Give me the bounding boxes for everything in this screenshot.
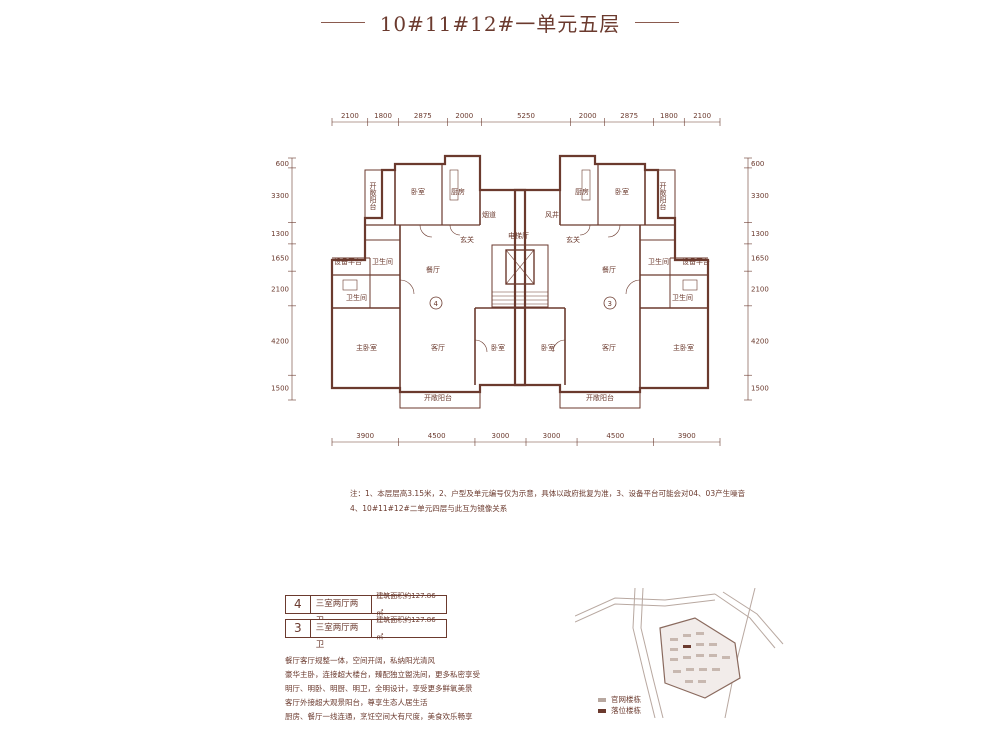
note-line-2: 4、10#11#12#二单元四层与此互为镜像关系 — [350, 504, 508, 513]
dimension-left: 1500 — [271, 385, 289, 393]
title-line-left — [320, 22, 365, 23]
unit-left-marker — [429, 296, 443, 310]
room-equip-left: 设备平台 — [334, 257, 362, 266]
legend-swatch — [598, 708, 606, 713]
dimension-bottom: 4500 — [606, 432, 624, 440]
room-master-left: 主卧室 — [356, 343, 377, 352]
dimension-left: 2100 — [271, 285, 289, 293]
legend-item-located: 落位楼栋 — [598, 705, 641, 716]
unit-row-4: 4 三室两厅两卫 建筑面积约127.86㎡ — [285, 592, 447, 626]
dimension-left: 600 — [276, 160, 289, 168]
dimension-top: 2100 — [341, 112, 359, 120]
dimension-top: 5250 — [517, 112, 535, 120]
legend-label: 官网楼栋 — [611, 695, 641, 704]
room-elevator-hall: 电梯厅 — [508, 231, 529, 240]
site-map — [575, 588, 784, 718]
note-line-1: 注：1、本层层高3.15米，2、户型及单元编号仅为示意，具体以政府批复为准，3、… — [350, 489, 746, 498]
unit-right-number: 3 — [608, 300, 612, 308]
dimension-bottom: 3900 — [678, 432, 696, 440]
room-hood-left: 烟道 — [482, 210, 496, 219]
title-line-right — [635, 22, 680, 23]
room-bedroom-south-right: 卧室 — [541, 343, 555, 352]
dimension-left: 3300 — [271, 192, 289, 200]
dimension-top: 2000 — [455, 112, 473, 120]
room-bedroom-north-left: 卧室 — [411, 187, 425, 196]
unit-type: 三室两厅两卫 — [311, 596, 373, 626]
legend-swatch — [598, 697, 606, 702]
room-wc1-left: 卫生间 — [372, 257, 393, 266]
dimension-top: 2875 — [620, 112, 638, 120]
room-wc2-right: 卫生间 — [672, 293, 693, 302]
legend-label: 落位楼栋 — [611, 706, 641, 715]
dimension-left: 4200 — [271, 338, 289, 346]
dimension-top: 1800 — [374, 112, 392, 120]
room-dining-left: 餐厅 — [426, 265, 440, 274]
description-line: 厨房、餐厅一线连通，烹饪空间大有尺度，美食欢乐畅享 — [285, 712, 473, 721]
room-equip-right: 设备平台 — [682, 257, 710, 266]
room-bedroom-north-right: 卧室 — [615, 187, 629, 196]
dimension-bottom: 3000 — [543, 432, 561, 440]
room-open-balcony-left: 开敞阳台 — [369, 182, 377, 211]
dimension-top: 1800 — [660, 112, 678, 120]
dimension-top: 2000 — [579, 112, 597, 120]
dimension-top: 2100 — [693, 112, 711, 120]
unit-type: 三室两厅两卫 — [311, 620, 373, 650]
room-living-left: 客厅 — [431, 343, 445, 352]
description-line: 客厅外接超大观景阳台，尊享生态人居生活 — [285, 698, 428, 707]
dimension-right: 1500 — [751, 385, 769, 393]
room-living-right: 客厅 — [602, 343, 616, 352]
dimension-bottom: 4500 — [428, 432, 446, 440]
unit-area: 建筑面积约127.86㎡ — [376, 591, 436, 617]
dimension-right: 2100 — [751, 285, 769, 293]
dimension-right: 3300 — [751, 192, 769, 200]
description-line: 餐厅客厅规整一体，空间开阔，私纳阳光清风 — [285, 656, 435, 665]
dimension-top: 2875 — [414, 112, 432, 120]
room-bottom-balcony-left: 开敞阳台 — [424, 393, 452, 402]
room-foyer-right: 玄关 — [566, 235, 580, 244]
room-wc1-right: 卫生间 — [648, 257, 669, 266]
room-master-right: 主卧室 — [673, 343, 694, 352]
room-bottom-balcony-right: 开敞阳台 — [586, 393, 614, 402]
room-shaft-right: 风井 — [545, 210, 559, 219]
dimension-left: 1650 — [271, 255, 289, 263]
unit-left-number: 4 — [434, 300, 439, 308]
unit-number: 3 — [286, 620, 311, 637]
dimension-left: 1300 — [271, 230, 289, 238]
room-bedroom-south-left: 卧室 — [491, 343, 505, 352]
room-dining-right: 餐厅 — [602, 265, 616, 274]
dimension-right: 4200 — [751, 338, 769, 346]
dimension-bottom: 3000 — [492, 432, 510, 440]
unit-number: 4 — [286, 596, 311, 613]
dimension-bottom: 3900 — [356, 432, 374, 440]
floor-plan: 2100 1800 2875 2000 5250 2000 2875 1800 2100 390… — [271, 112, 769, 446]
title-bar: 10#11#12#一单元五层 — [0, 8, 1000, 37]
unit-area: 建筑面积约127.86㎡ — [376, 615, 436, 641]
description-line: 豪华主卧，连接超大楼台，臻配独立盥洗间，更多私密享受 — [285, 670, 480, 679]
room-wc2-left: 卫生间 — [346, 293, 367, 302]
page-title: 10#11#12#一单元五层 — [379, 12, 621, 36]
unit-row-3: 3 三室两厅两卫 建筑面积约127.86㎡ — [285, 616, 447, 650]
legend-item-official: 官网楼栋 — [598, 694, 641, 705]
description-line: 明厅、明卧、明厨、明卫，全明设计，享受更多鲜氧美景 — [285, 684, 473, 693]
room-kitchen-right: 厨房 — [575, 187, 589, 196]
dimension-right: 1650 — [751, 255, 769, 263]
room-foyer-left: 玄关 — [460, 235, 474, 244]
dimension-right: 1300 — [751, 230, 769, 238]
unit-right-marker — [603, 296, 617, 310]
dimension-right: 600 — [751, 160, 764, 168]
room-open-balcony-right: 开敞阳台 — [659, 182, 667, 211]
room-kitchen-left: 厨房 — [451, 187, 465, 196]
